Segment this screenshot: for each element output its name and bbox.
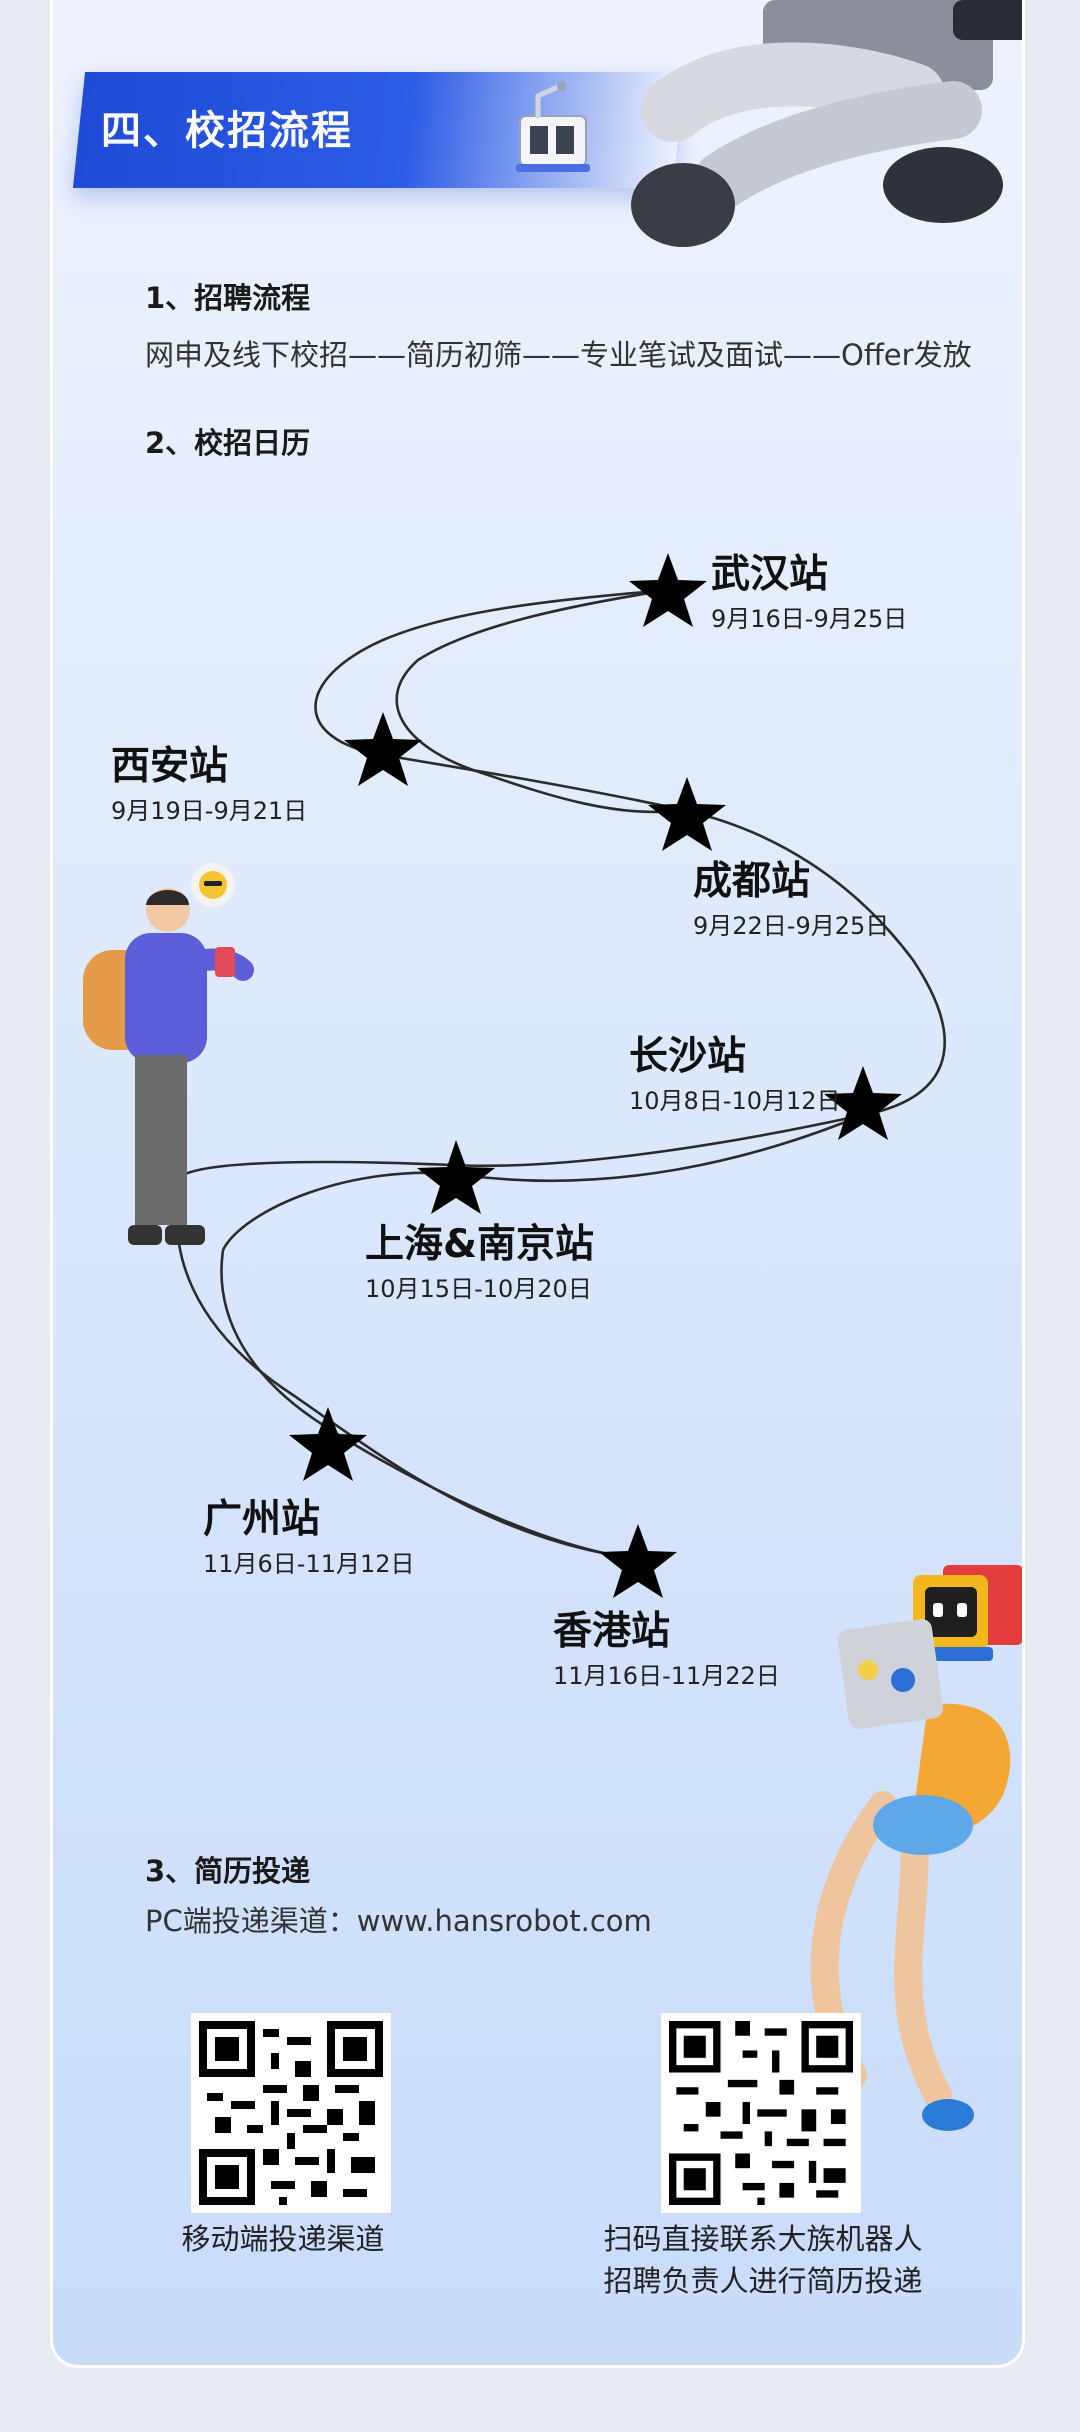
star-icon [417, 1140, 495, 1214]
qr-code-contact[interactable] [661, 2013, 861, 2213]
star-icon [629, 553, 707, 627]
qr-contact-caption-line1: 扫码直接联系大族机器人 [603, 2222, 923, 2256]
route-path [175, 553, 946, 1598]
process-heading: 1、招聘流程 [145, 281, 311, 315]
qr-contact-caption: 扫码直接联系大族机器人 招聘负责人进行简历投递 [593, 2218, 933, 2302]
section-title: 四、校招流程 [101, 108, 353, 154]
star-icon [824, 1066, 902, 1140]
station-hongkong: 香港站 11月16日-11月22日 [553, 1609, 780, 1690]
robot-machine-icon [516, 81, 590, 172]
station-changsha: 长沙站 10月8日-10月12日 [629, 1034, 841, 1115]
star-icon [648, 777, 726, 851]
star-icon [599, 1524, 677, 1598]
star-icon [344, 712, 422, 786]
resume-heading: 3、简历投递 [145, 1854, 311, 1888]
qr-code-mobile[interactable] [191, 2013, 391, 2213]
robot-legs-illustration [631, 0, 1022, 247]
qr-contact-caption-line2: 招聘负责人进行简历投递 [603, 2264, 923, 2298]
star-icon [289, 1407, 367, 1481]
station-shanghai-nanjing: 上海&南京站 10月15日-10月20日 [365, 1222, 595, 1303]
station-xian: 西安站 9月19日-9月21日 [111, 744, 308, 825]
process-steps: 网申及线下校招——简历初筛——专业笔试及面试——Offer发放 [145, 338, 972, 372]
station-chengdu: 成都站 9月22日-9月25日 [693, 859, 890, 940]
station-wuhan: 武汉站 9月16日-9月25日 [711, 552, 908, 633]
content-card: 四、校招流程 1、招聘流程 网申及线下校招——简历初筛——专业笔试及面试——Of… [50, 0, 1025, 2368]
qr-code-icon [199, 2021, 383, 2205]
pc-channel-text[interactable]: PC端投递渠道：www.hansrobot.com [145, 1904, 652, 1938]
calendar-heading: 2、校招日历 [145, 426, 311, 460]
qr-mobile-caption: 移动端投递渠道 [181, 2222, 385, 2256]
traveler-illustration [83, 863, 254, 1245]
qr-code-icon [669, 2021, 853, 2205]
station-guangzhou: 广州站 11月6日-11月12日 [203, 1497, 415, 1578]
